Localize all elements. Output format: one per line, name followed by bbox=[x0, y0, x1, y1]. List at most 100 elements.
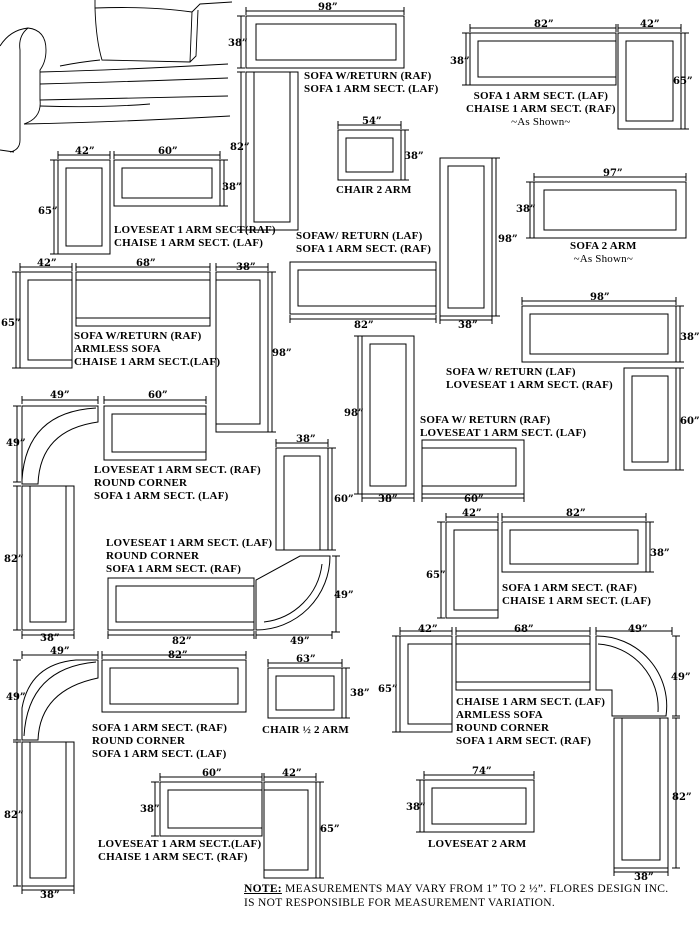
dim-label: 98” bbox=[318, 2, 338, 13]
caption-line: CHAIR ½ 2 ARM bbox=[262, 724, 349, 736]
caption-line: CHAIR 2 ARM bbox=[336, 184, 412, 196]
dim-label: 38” bbox=[650, 548, 670, 559]
diagram-sofa-w-return-laf-right bbox=[521, 297, 684, 471]
dim-label: 49” bbox=[334, 590, 354, 601]
caption-line: CHAISE 1 ARM SECT. (LAF) bbox=[502, 595, 652, 607]
caption-line: LOVESEAT 1 ARM SECT. (RAF) bbox=[94, 464, 261, 476]
caption-line: SOFA 1 ARM SECT. (LAF) bbox=[94, 490, 229, 502]
caption-line: SOFA 1 ARM SECT. (RAF) bbox=[92, 722, 228, 734]
dim-label: 38” bbox=[296, 434, 316, 445]
caption-line: CHAISE 1 ARM SECT.(LAF) bbox=[74, 356, 221, 368]
dim-label: 49” bbox=[50, 390, 70, 401]
dim-label: 49” bbox=[671, 672, 691, 683]
dim-label: 65” bbox=[320, 824, 340, 835]
dim-label: 38” bbox=[378, 494, 398, 505]
dim-label: 98” bbox=[344, 408, 364, 419]
dim-label: 49” bbox=[290, 636, 310, 647]
dim-label: 38” bbox=[680, 332, 700, 343]
caption-line: LOVESEAT 1 ARM SECT. (RAF) bbox=[446, 379, 613, 391]
caption-g10: LOVESEAT 1 ARM SECT. (RAF) ROUND CORNER … bbox=[94, 464, 261, 503]
note-line-1: NOTE: MEASUREMENTS MAY VARY FROM 1” TO 2… bbox=[244, 882, 668, 896]
dim-label: 65” bbox=[1, 318, 21, 329]
note-prefix: NOTE: bbox=[244, 883, 282, 895]
diagram-round-corner-left bbox=[13, 396, 207, 639]
caption-g17: LOVESEAT 2 ARM bbox=[428, 838, 526, 851]
dim-label: 60” bbox=[148, 390, 168, 401]
caption-line: ROUND CORNER bbox=[456, 722, 550, 734]
caption-line: LOVESEAT 1 ARM SECT.(LAF) bbox=[98, 838, 262, 850]
diagram-round-corner-bottom-left bbox=[13, 651, 247, 894]
dim-label: 65” bbox=[426, 570, 446, 581]
dim-label: 38” bbox=[458, 320, 478, 331]
dim-label: 82” bbox=[172, 636, 192, 647]
dim-label: 60” bbox=[464, 494, 484, 505]
caption-line: SOFA 1 ARM SECT. (LAF) bbox=[473, 90, 609, 102]
caption-line: ARMLESS SOFA bbox=[74, 343, 161, 355]
dim-label: 38” bbox=[140, 804, 160, 815]
diagram-sofa-2-arm-top bbox=[526, 173, 687, 239]
diagram-sofa-chaise bbox=[462, 24, 689, 130]
caption-line: CHAISE 1 ARM SECT. (LAF) bbox=[456, 696, 606, 708]
caption-line: SOFA W/ RETURN (RAF) bbox=[420, 414, 551, 426]
caption-line: LOVESEAT 1 ARM SECT(RAF) bbox=[114, 224, 276, 236]
dim-label: 42” bbox=[75, 146, 95, 157]
dim-label: 54” bbox=[362, 116, 382, 127]
caption-line: SOFA 1 ARM SECT. (RAF) bbox=[502, 582, 638, 594]
dimension-labels: 98” 38” 82” 82” 42” 38” 65” 54” 38” 42” … bbox=[1, 2, 700, 901]
dim-label: 42” bbox=[640, 19, 660, 30]
dim-label: 65” bbox=[378, 684, 398, 695]
caption-line: ~As Shown~ bbox=[573, 253, 634, 265]
dim-label: 38” bbox=[236, 262, 256, 273]
note-text-1: MEASUREMENTS MAY VARY FROM 1” TO 2 ½”. F… bbox=[281, 883, 669, 895]
caption-g16: LOVESEAT 1 ARM SECT.(LAF) CHAISE 1 ARM S… bbox=[98, 838, 261, 864]
dim-label: 42” bbox=[462, 508, 482, 519]
caption-g15: CHAIR ½ 2 ARM bbox=[262, 724, 349, 737]
caption-line: ARMLESS SOFA bbox=[456, 709, 543, 721]
dim-label: 65” bbox=[673, 76, 693, 87]
note-text-2: IS NOT RESPONSIBLE FOR MEASUREMENT VARIA… bbox=[244, 897, 556, 909]
dim-label: 60” bbox=[158, 146, 178, 157]
dim-label: 49” bbox=[50, 646, 70, 657]
dim-label: 98” bbox=[590, 292, 610, 303]
caption-line: SOFA 1 ARM SECT. (RAF) bbox=[106, 563, 242, 575]
dim-label: 42” bbox=[37, 258, 57, 269]
dim-label: 82” bbox=[4, 810, 24, 821]
caption-line: LOVESEAT 2 ARM bbox=[428, 838, 527, 850]
caption-g1: SOFA W/RETURN (RAF) SOFA 1 ARM SECT. (LA… bbox=[304, 70, 438, 96]
caption-line: ROUND CORNER bbox=[94, 477, 188, 489]
caption-g13: CHAISE 1 ARM SECT. (LAF) ARMLESS SOFA RO… bbox=[456, 696, 605, 748]
dim-label: 38” bbox=[634, 872, 654, 883]
caption-line: SOFA 1 ARM SECT. (RAF) bbox=[296, 243, 432, 255]
dim-label: 42” bbox=[418, 624, 438, 635]
caption-line: CHAISE 1 ARM SECT. (RAF) bbox=[466, 103, 616, 115]
caption-line: SOFA 1 ARM SECT. (LAF) bbox=[304, 83, 439, 95]
dim-label: 68” bbox=[514, 624, 534, 635]
dim-label: 82” bbox=[566, 508, 586, 519]
dim-label: 49” bbox=[6, 692, 26, 703]
dim-label: 38” bbox=[222, 182, 242, 193]
dim-label: 60” bbox=[680, 416, 700, 427]
diagram-chair-2-arm bbox=[337, 121, 409, 181]
dim-label: 38” bbox=[450, 56, 470, 67]
diagram-sofaw-return-laf bbox=[289, 157, 500, 324]
caption-line: CHAISE 1 ARM SECT. (LAF) bbox=[114, 237, 264, 249]
caption-g5: SOFAW/ RETURN (LAF) SOFA 1 ARM SECT. (RA… bbox=[296, 230, 431, 256]
dim-label: 60” bbox=[334, 494, 354, 505]
dim-label: 49” bbox=[628, 624, 648, 635]
caption-line: SOFA W/RETURN (RAF) bbox=[304, 70, 432, 82]
dim-label: 49” bbox=[6, 438, 26, 449]
dim-label: 38” bbox=[404, 151, 424, 162]
dim-label: 38” bbox=[406, 802, 426, 813]
dim-label: 38” bbox=[350, 688, 370, 699]
caption-g6: SOFA 2 ARM ~As Shown~ bbox=[570, 240, 637, 266]
diagram-chaise-armless-round-sofa bbox=[392, 627, 680, 876]
dim-label: 82” bbox=[230, 142, 250, 153]
diagram-loveseat-chaise-bottom bbox=[151, 773, 324, 879]
dim-label: 74” bbox=[472, 766, 492, 777]
dim-label: 60” bbox=[202, 768, 222, 779]
caption-line: SOFA 1 ARM SECT. (LAF) bbox=[92, 748, 227, 760]
measurement-note: NOTE: MEASUREMENTS MAY VARY FROM 1” TO 2… bbox=[244, 882, 668, 910]
caption-line: SOFAW/ RETURN (LAF) bbox=[296, 230, 423, 242]
diagram-loveseat-2-arm bbox=[416, 771, 535, 833]
dim-label: 98” bbox=[498, 234, 518, 245]
